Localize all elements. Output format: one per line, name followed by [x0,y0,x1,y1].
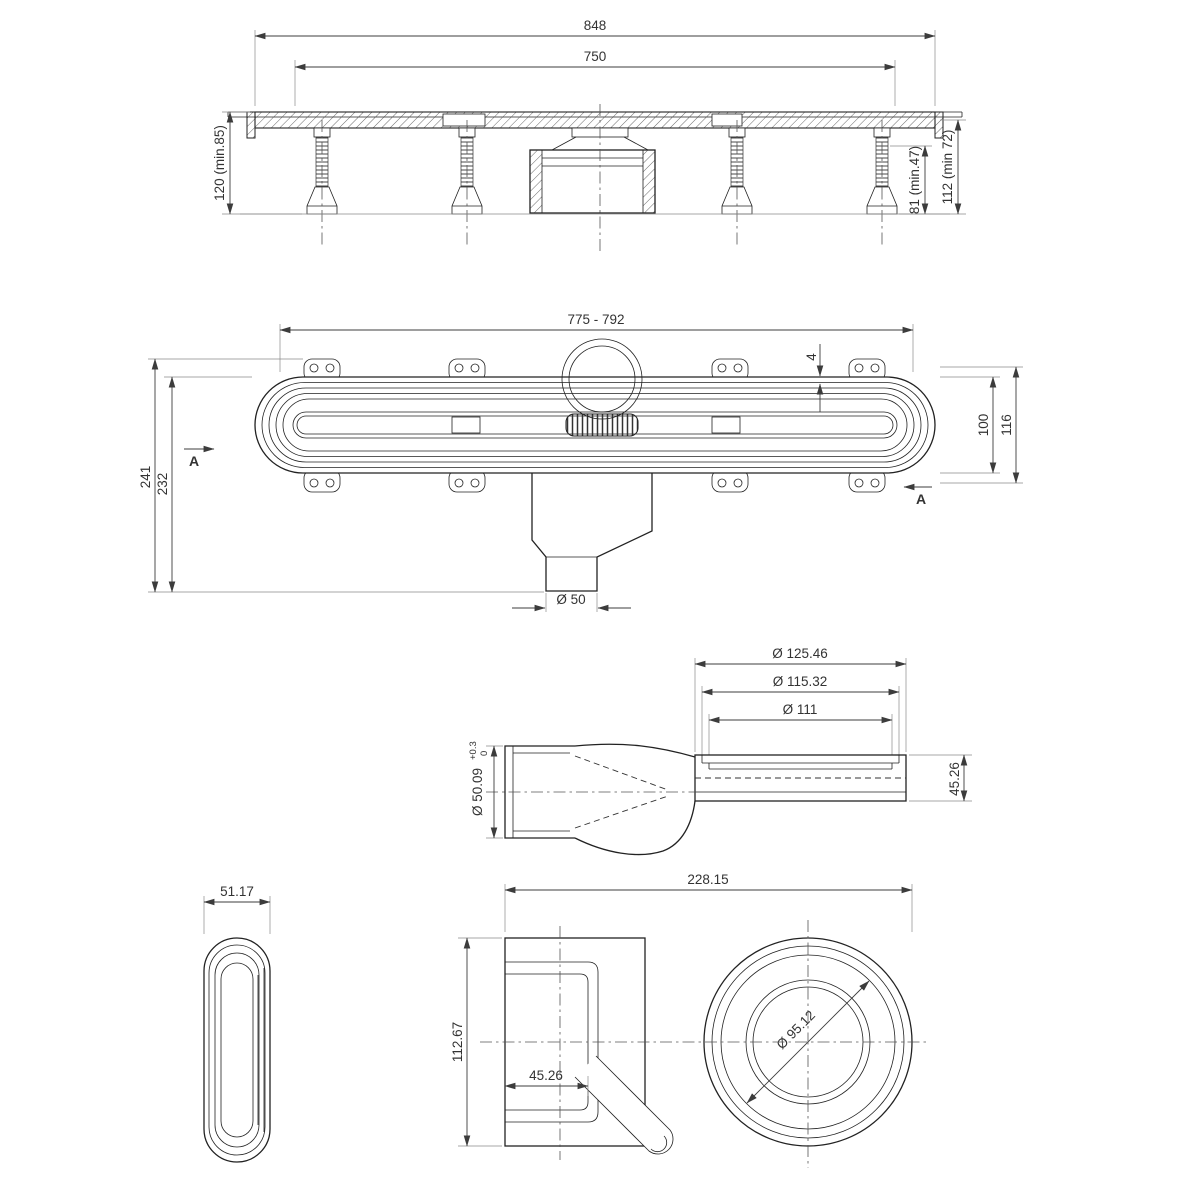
dim-11267: 112.67 [450,1022,465,1062]
trap-plan-body [504,937,674,1155]
dim-d125: Ø 125.46 [772,646,828,661]
drain-flange-circle-inner [568,345,636,413]
dim-pipe-d5009: Ø 50.09 +0.3 0 [468,741,490,816]
dim-112-min72: 112 (min 72) [940,130,955,205]
end-view-body [203,937,271,1163]
dim-116: 116 [999,414,1014,436]
section-marker-a-right: A [916,491,926,507]
svg-text:Ø 50.09: Ø 50.09 [470,768,485,816]
svg-text:0: 0 [479,751,490,756]
adjustable-leg [866,120,898,248]
drain-trap-side [529,104,656,252]
trap-body-section [486,743,907,856]
adjustable-leg [451,120,483,248]
dim-4: 4 [804,353,819,361]
leg-mount-plate [442,113,486,127]
dim-5117: 51.17 [220,884,254,899]
trap-outline-plan [531,467,653,592]
dim-775-792: 775 - 792 [567,312,624,327]
dim-d115: Ø 115.32 [773,674,828,689]
slot-clamp [451,416,481,434]
dim-4526-side: 45.26 [947,762,962,796]
channel-end-cap-left [246,111,256,139]
dim-d9512: Ø 95.12 [774,1008,819,1053]
dim-4526-plan: 45.26 [529,1068,563,1083]
dim-232: 232 [155,473,170,496]
diagonal-outlet-pipe [574,1055,674,1155]
drain-flange-circle [561,338,643,420]
side-elevation-view: 848 750 [212,18,966,252]
section-marker-a-left: A [189,453,199,469]
slot-clamp [711,416,741,434]
dim-241: 241 [138,466,153,489]
dim-22815: 228.15 [687,872,728,887]
channel-body-hatched [254,111,936,129]
channel-end-cap-right [934,111,944,139]
trap-section-view: Ø 125.46 Ø 115.32 Ø 111 [468,646,972,856]
plan-view: 775 - 792 [138,312,1023,612]
center-grate [565,413,639,437]
dim-d111: Ø 111 [783,702,818,717]
dim-848: 848 [584,18,607,33]
dim-outlet-d50: Ø 50 [556,592,585,607]
dim-100: 100 [976,414,991,437]
end-view: 51.17 [203,884,271,1163]
adjustable-leg [306,120,338,248]
svg-text:+0.3: +0.3 [468,741,479,760]
trap-plan-view: 228.15 112.67 45.26 Ø 95.12 [450,872,930,1168]
dim-81-min47: 81 (min.47) [907,146,922,214]
adjustable-leg [721,120,753,248]
leg-mount-plate [711,113,743,127]
dim-120-min85: 120 (min.85) [212,125,227,201]
dim-750: 750 [584,49,607,64]
